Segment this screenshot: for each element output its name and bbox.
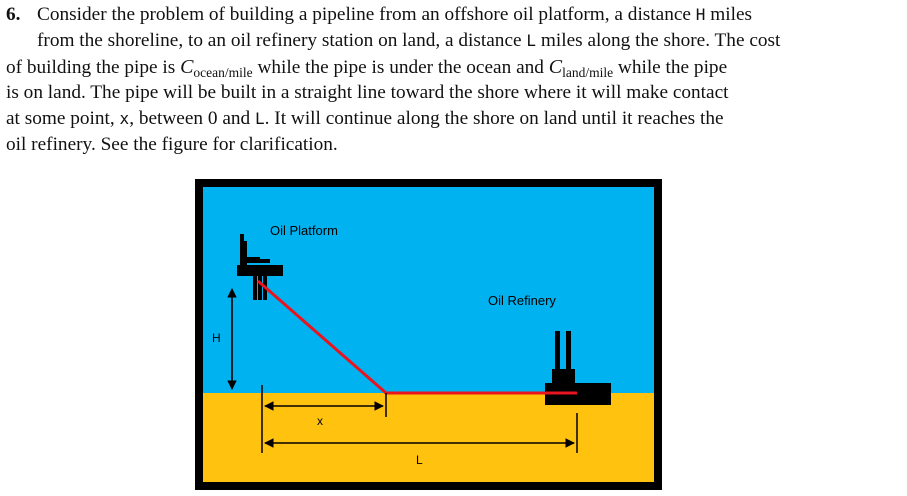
problem-line: of building the pipe is Cocean/mile whil… [6,54,898,80]
problem-statement: 6. Consider the problem of building a pip… [6,2,898,158]
text-segment: is on land. The pipe will be built in a … [6,82,729,103]
ocean-region [203,187,654,393]
problem-line: at some point, x, between 0 and L. It wi… [6,106,898,132]
problem-line: from the shoreline, to an oil refinery s… [6,28,898,54]
oil-refinery-icon [545,331,611,405]
text-segment: while the pipe [613,57,728,78]
text-segment: , between 0 and [129,108,256,129]
text-segment: Consider the problem of building a pipel… [37,4,696,25]
cost-subscript: land/mile [562,65,614,80]
text-segment: of building the pipe is [6,57,181,78]
pipeline-figure: H x L Oil Platform Oil Refinery [195,179,662,490]
text-segment: at some point, [6,108,120,129]
text-segment: from the shoreline, to an oil refinery s… [37,30,527,51]
problem-line: is on land. The pipe will be built in a … [6,80,898,106]
math-variable: x [119,109,130,128]
oil-refinery-label: Oil Refinery [488,293,556,308]
cost-symbol: C [180,56,194,78]
problem-number: 6. [6,4,21,25]
x-label: x [317,414,323,428]
math-variable: H [695,5,706,24]
math-variable: L [526,31,537,50]
problem-line: oil refinery. See the figure for clarifi… [6,132,898,158]
oil-platform-label: Oil Platform [270,223,338,238]
cost-symbol: C [548,56,563,78]
text-segment: . It will continue along the shore on la… [264,108,724,129]
math-variable: L [255,109,265,128]
text-segment: oil refinery. See the figure for clarifi… [6,134,338,155]
cost-subscript: ocean/mile [193,65,253,80]
l-label: L [416,453,423,467]
h-label: H [212,331,221,345]
text-segment: miles along the shore. The cost [536,30,781,51]
text-segment: miles [705,4,753,25]
text-segment: while the pipe is under the ocean and [252,57,549,78]
problem-line: 6. Consider the problem of building a pip… [6,2,898,28]
